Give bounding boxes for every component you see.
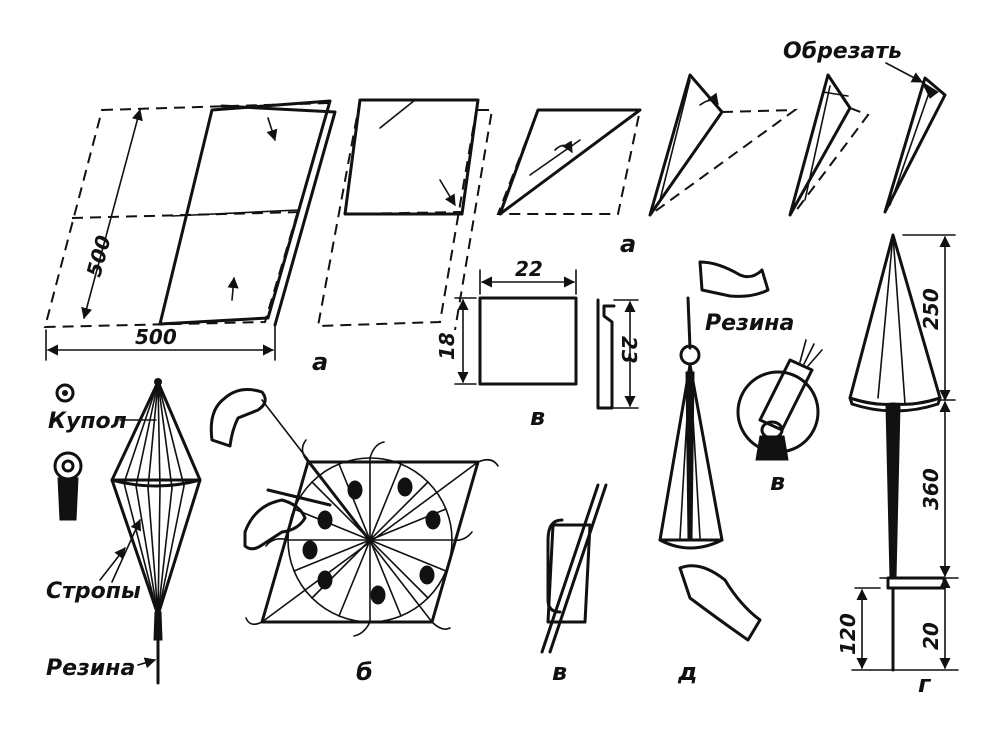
step-letter-b: б <box>356 658 373 686</box>
hook-height-label: 23 <box>617 336 641 364</box>
step-letter-a-left: a <box>312 348 328 376</box>
step-letter-a-right: a <box>620 230 636 258</box>
step-letter-v-plate: в <box>530 403 545 431</box>
rocket-dimensions: 250 360 20 120 г <box>836 235 958 698</box>
tassel-icon <box>58 478 78 520</box>
plate-width-label: 22 <box>515 257 543 281</box>
sheet-width-label: 500 <box>135 325 177 349</box>
cut-label: Обрезать <box>783 39 902 64</box>
dome-icons: Купол <box>48 385 156 520</box>
rubber-top-label: Резина <box>705 311 794 336</box>
base-length-label: 120 <box>836 613 860 655</box>
hook-attachment: в <box>542 485 606 686</box>
plate-height-label: 18 <box>435 332 459 360</box>
step-letter-d: д <box>677 658 697 686</box>
dome-label: Купол <box>48 409 127 434</box>
tassel-ring-icon <box>55 453 81 479</box>
rubber-label: Резина <box>46 656 135 681</box>
step-letter-v-detail: в <box>770 468 785 496</box>
body-length-label: 360 <box>919 468 943 510</box>
neck-length-label: 20 <box>919 622 943 650</box>
sheet-fold-step-3 <box>498 110 640 214</box>
step-letter-g: г <box>918 670 932 698</box>
sheet-height-label: 500 <box>82 233 116 280</box>
sheet-fold-step-4: a <box>620 75 795 258</box>
dome-ring-center <box>62 390 68 396</box>
step-letter-v-hook: в <box>552 658 567 686</box>
sheet-fold-step-5 <box>790 75 868 215</box>
tassel-detail: в <box>738 340 822 496</box>
sheet-fold-step-1: 500 500 a <box>45 101 335 376</box>
hand-top-icon <box>700 262 768 296</box>
cone-height-label: 250 <box>919 288 943 330</box>
hand-pencil-icon <box>245 500 305 549</box>
hand-upper-icon <box>211 390 265 446</box>
plate-detail: 22 18 23 в <box>435 257 641 431</box>
lines-label: Стропы <box>46 579 141 604</box>
canopy-marking: б <box>211 390 498 686</box>
hand-bottom-icon <box>680 566 760 640</box>
sheet-fold-step-2 <box>318 100 492 330</box>
